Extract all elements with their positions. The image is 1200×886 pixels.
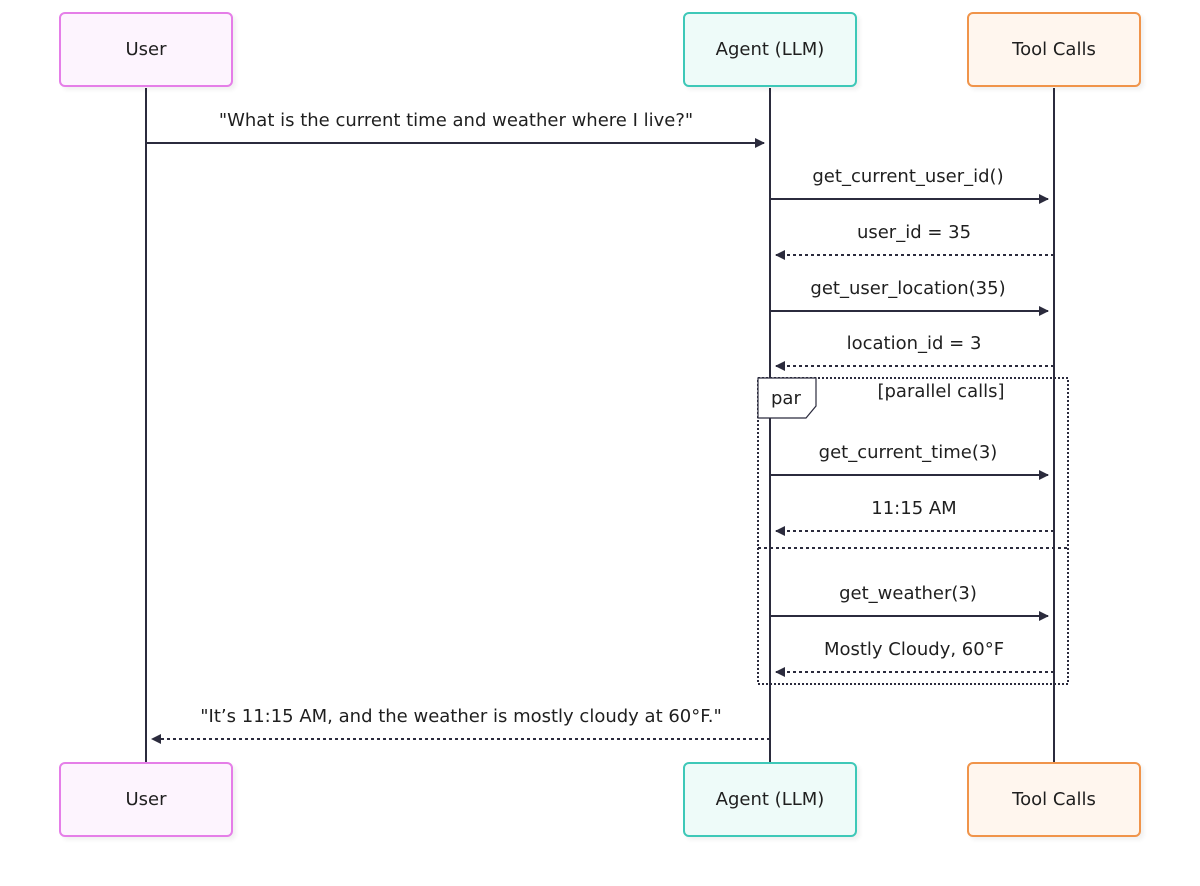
actor-tools-bottom: Tool Calls xyxy=(967,762,1141,837)
actor-agent-bottom: Agent (LLM) xyxy=(683,762,857,837)
message-label-8: get_weather(3) xyxy=(839,583,977,604)
message-label-7: 11:15 AM xyxy=(871,498,957,519)
actor-label: Tool Calls xyxy=(1012,39,1096,60)
par-block-keyword: par xyxy=(771,388,801,409)
message-label-1: "What is the current time and weather wh… xyxy=(218,110,694,131)
actor-label: User xyxy=(125,39,167,60)
actor-user-bottom: User xyxy=(59,762,233,837)
message-label-5: location_id = 3 xyxy=(846,333,982,354)
message-label-10: "It’s 11:15 AM, and the weather is mostl… xyxy=(200,706,722,727)
actor-label: User xyxy=(125,789,167,810)
actor-label: Agent (LLM) xyxy=(715,789,825,810)
actor-label: Agent (LLM) xyxy=(715,39,825,60)
actor-user-top: User xyxy=(59,12,233,87)
message-label-3: user_id = 35 xyxy=(856,222,972,243)
par-block-condition: [parallel calls] xyxy=(877,381,1005,402)
actor-tools-top: Tool Calls xyxy=(967,12,1141,87)
par-block-tab xyxy=(757,377,817,419)
message-label-4: get_user_location(35) xyxy=(810,278,1006,299)
message-label-6: get_current_time(3) xyxy=(818,442,998,463)
actor-agent-top: Agent (LLM) xyxy=(683,12,857,87)
actor-label: Tool Calls xyxy=(1012,789,1096,810)
message-label-2: get_current_user_id() xyxy=(812,166,1004,187)
message-label-9: Mostly Cloudy, 60°F xyxy=(823,639,1005,660)
